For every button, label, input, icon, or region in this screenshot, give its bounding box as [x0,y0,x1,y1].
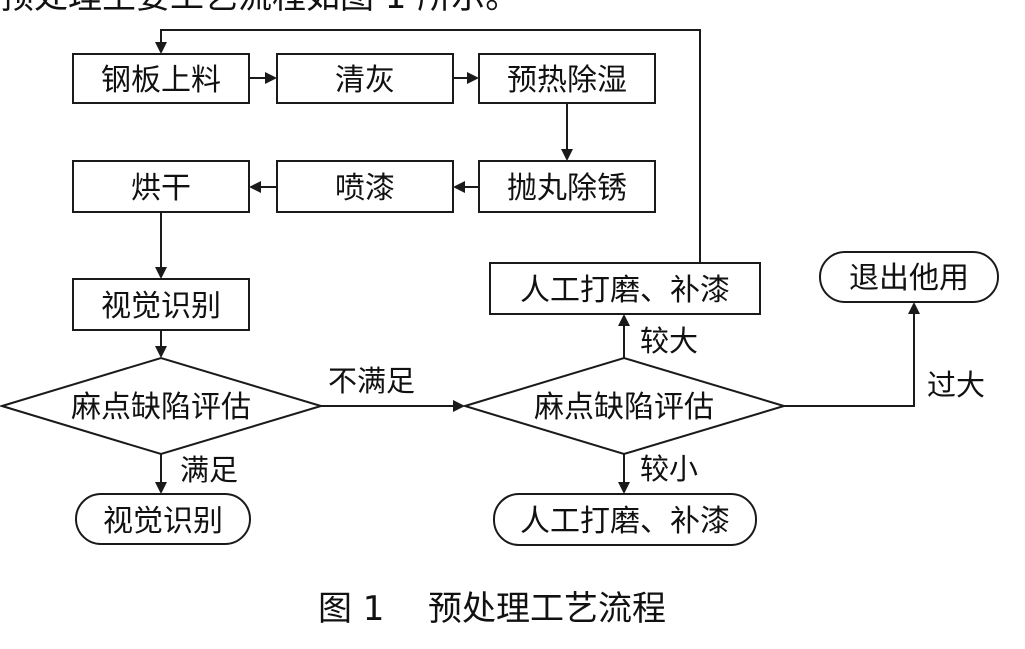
shot-blasting-label: 抛丸除锈 [507,171,627,206]
top-text-fragment: 预处理主要工艺流程如图 1 所示。 [0,0,519,17]
edge-label-smaller: 较小 [640,452,698,486]
steel-loading-label: 钢板上料 [101,63,221,98]
manual-repair-bottom-label: 人工打磨、补漆 [520,504,730,539]
edge-label-larger: 较大 [640,324,698,358]
exit-other-use-label: 退出他用 [849,261,969,296]
drying-label: 烘干 [131,171,191,206]
dust-cleaning-label: 清灰 [335,63,395,98]
figure-number: 图 1 [318,589,384,629]
manual-repair-bottom-node [493,493,757,546]
edge-label-satisfied: 满足 [180,453,238,487]
arrow-diamond2-to-exit [784,302,920,407]
visual-inspection-end-label: 视觉识别 [103,504,223,539]
preheat-dehumidify-label: 预热除湿 [507,63,627,98]
edge-label-not-satisfied: 不满足 [328,364,415,398]
pit-assessment-2-label: 麻点缺陷评估 [534,390,714,425]
spray-paint-label: 喷漆 [335,171,395,206]
dust-cleaning-box [276,53,454,104]
manual-repair-top-label: 人工打磨、补漆 [520,273,730,308]
spray-paint-box [276,160,454,213]
steel-loading-box [72,53,250,104]
visual-inspection-label: 视觉识别 [101,289,221,324]
arrow-manual-top-feedback [155,29,701,263]
manual-repair-top-box [489,262,761,315]
visual-inspection-end-node [75,493,251,545]
figure-title: 预处理工艺流程 [428,589,666,629]
pit-assessment-1-label: 麻点缺陷评估 [71,390,251,425]
edge-label-too-large: 过大 [927,368,985,402]
